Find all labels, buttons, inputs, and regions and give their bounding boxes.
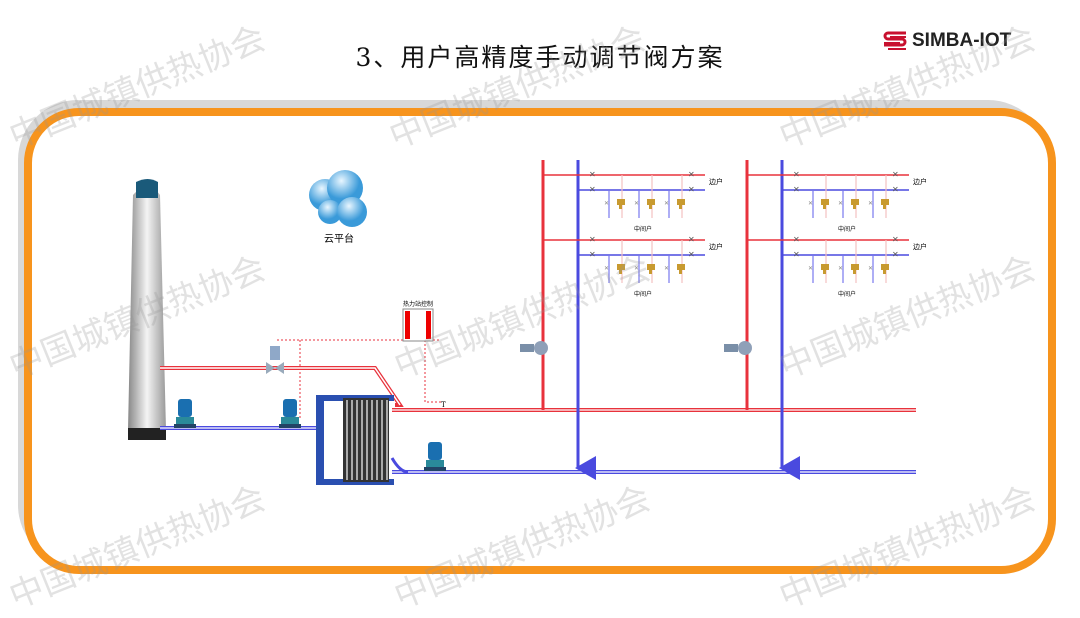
diagram-frame [24, 108, 1056, 574]
logo-text: SIMBA-IOT [912, 30, 1012, 51]
svg-text:✕: ✕ [589, 250, 596, 259]
svg-text:✕: ✕ [868, 200, 873, 207]
cloud-label: 云平台 [324, 232, 354, 245]
temp-sensor-label: T [441, 401, 446, 409]
manual-regulating-valve-icon [647, 264, 655, 274]
svg-text:✕: ✕ [634, 200, 639, 207]
svg-text:✕: ✕ [688, 185, 695, 194]
svg-text:✕: ✕ [589, 170, 596, 179]
svg-text:✕: ✕ [868, 265, 873, 272]
edge-unit-label: 边户 [913, 177, 927, 186]
manual-regulating-valve-icon [821, 199, 829, 209]
control-signal-lines [277, 339, 442, 420]
svg-text:✕: ✕ [838, 200, 843, 207]
exchanger-plate [381, 400, 383, 480]
exchanger-plate [386, 400, 388, 480]
svg-text:✕: ✕ [793, 235, 800, 244]
svg-text:✕: ✕ [808, 200, 813, 207]
riser-balancing-valve-icon [724, 341, 752, 355]
svg-text:✕: ✕ [892, 170, 899, 179]
edge-unit-label: 边户 [709, 242, 723, 251]
svg-text:✕: ✕ [892, 185, 899, 194]
middle-unit-label: 中间户 [634, 290, 652, 298]
exchanger-plate [376, 400, 378, 480]
chimney [128, 179, 166, 440]
svg-text:✕: ✕ [688, 250, 695, 259]
exchanger-plate [371, 400, 373, 480]
svg-text:✕: ✕ [589, 185, 596, 194]
svg-text:✕: ✕ [838, 265, 843, 272]
middle-unit-label: 中间户 [634, 225, 652, 233]
manual-regulating-valve-icon [677, 199, 685, 209]
middle-unit-label: 中间户 [838, 225, 856, 233]
svg-text:✕: ✕ [793, 250, 800, 259]
simba-logo-icon [883, 31, 907, 50]
svg-text:✕: ✕ [604, 265, 609, 272]
middle-unit-label: 中间户 [838, 290, 856, 298]
edge-unit-label: 边户 [913, 242, 927, 251]
edge-unit-label: 边户 [709, 177, 723, 186]
manual-regulating-valve-icon [851, 264, 859, 274]
svg-text:✕: ✕ [808, 265, 813, 272]
controller-label: 热力站控制 [403, 300, 433, 308]
manual-regulating-valve-icon [647, 199, 655, 209]
building-riser: ✕ ✕ ✕ ✕ 边户 ✕ ✕ ✕ 中间户 ✕ ✕ ✕ ✕ 边户 ✕ ✕ ✕ 中间户 [520, 160, 723, 480]
manual-regulating-valve-icon [881, 199, 889, 209]
logo: SIMBA-IOT [882, 30, 1011, 52]
svg-text:✕: ✕ [892, 250, 899, 259]
station-controller [402, 308, 434, 342]
primary-pipes [160, 366, 916, 474]
exchanger-plate [356, 400, 358, 480]
svg-text:✕: ✕ [664, 265, 669, 272]
manual-regulating-valve-icon [617, 199, 625, 209]
manual-regulating-valve-icon [821, 264, 829, 274]
svg-text:✕: ✕ [604, 200, 609, 207]
manual-regulating-valve-icon [677, 264, 685, 274]
cloud-platform-icon [309, 170, 367, 227]
exchanger-plate [351, 400, 353, 480]
circulation-pump-icon [424, 442, 446, 471]
plate-heat-exchanger [316, 395, 394, 485]
exchanger-plate [361, 400, 363, 480]
manual-regulating-valve-icon [617, 264, 625, 274]
manual-regulating-valve-icon [881, 264, 889, 274]
svg-text:✕: ✕ [688, 170, 695, 179]
circulation-pump-icon [279, 399, 301, 428]
svg-text:✕: ✕ [589, 235, 596, 244]
slide-title: 3、用户高精度手动调节阀方案 [355, 43, 725, 72]
manual-regulating-valve-icon [851, 199, 859, 209]
svg-text:✕: ✕ [688, 235, 695, 244]
riser-balancing-valve-icon [520, 341, 548, 355]
primary-control-valve [266, 346, 284, 374]
svg-text:✕: ✕ [664, 200, 669, 207]
circulation-pump-icon [174, 399, 196, 428]
exchanger-plate [366, 400, 368, 480]
svg-text:✕: ✕ [793, 170, 800, 179]
svg-text:✕: ✕ [634, 265, 639, 272]
svg-text:✕: ✕ [892, 235, 899, 244]
svg-text:✕: ✕ [793, 185, 800, 194]
building-riser: ✕ ✕ ✕ ✕ 边户 ✕ ✕ ✕ 中间户 ✕ ✕ ✕ ✕ 边户 ✕ ✕ ✕ 中间户 [724, 160, 927, 480]
exchanger-plate [346, 400, 348, 480]
